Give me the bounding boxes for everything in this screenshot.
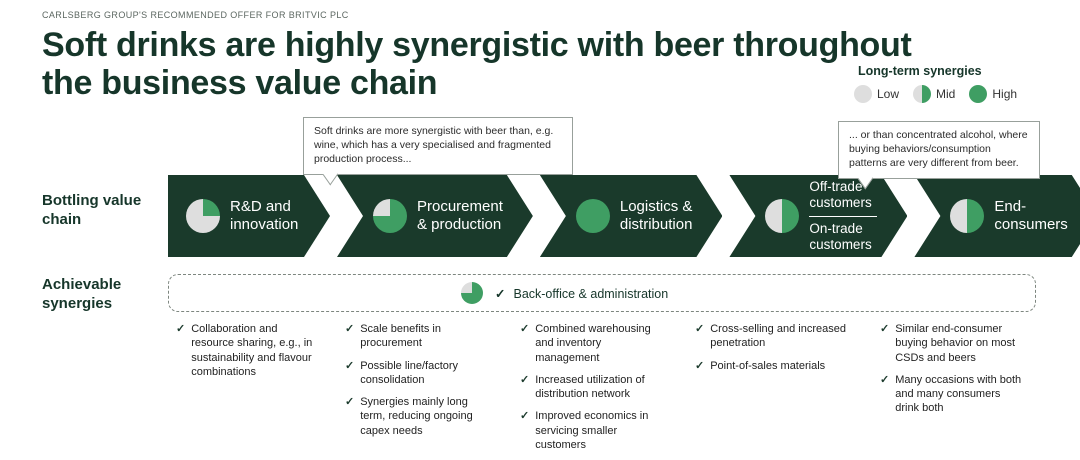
row-label-value-chain: Bottling value chain: [42, 192, 142, 228]
check-icon: ✓: [695, 323, 705, 335]
stage-procurement: Procurement & production: [337, 175, 533, 257]
stage-label: Procurement & production: [417, 198, 503, 233]
legend-item-mid: Mid: [913, 85, 955, 103]
stage-customers: Off-trade customers On-trade customers: [729, 175, 907, 257]
synergy-item-text: Many occasions with both and many consum…: [895, 373, 1022, 415]
slide-title-line-2: the business value chain: [42, 64, 438, 103]
slide-eyebrow: CARLSBERG GROUP'S RECOMMENDED OFFER FOR …: [42, 10, 349, 20]
backoffice-box: ✓ Back-office & administration: [168, 274, 1036, 312]
synergy-item-text: Similar end-consumer buying behavior on …: [895, 323, 1016, 364]
row-label-synergies: Achievable synergies: [42, 276, 122, 312]
check-icon: ✓: [520, 373, 530, 386]
stage-logistics-pie-icon: [576, 199, 610, 233]
callout-alcohol: ... or than concentrated alcohol, where …: [838, 121, 1040, 179]
synergy-item-text: Synergies mainly long term, reducing ong…: [360, 396, 473, 437]
synergy-item: ✓ Similar end-consumer buying behavior on…: [880, 322, 1024, 365]
check-icon: ✓: [176, 323, 186, 335]
legend-item-low: Low: [854, 85, 899, 103]
synergy-columns: ✓ Collaboration and resource sharing, e.g…: [168, 322, 1040, 460]
legend: Long-term synergies Low Mid High: [854, 64, 1064, 103]
synergy-item-text: Collaboration and resource sharing, e.g.…: [191, 323, 313, 378]
legend-title: Long-term synergies: [858, 64, 982, 78]
stage-rd-pie-icon: [186, 199, 220, 233]
legend-label-high: High: [992, 87, 1018, 101]
pie-mid-icon: [913, 85, 932, 103]
customers-divider: [809, 216, 877, 217]
synergy-item: ✓ Possible line/factory consolidation: [345, 359, 491, 388]
stage-customers-pie-icon: [765, 199, 799, 233]
synergy-item-text: Scale benefits in procurement: [360, 323, 441, 350]
synergy-item-text: Possible line/factory consolidation: [360, 359, 459, 386]
synergy-item: ✓ Cross-selling and increased penetration: [695, 322, 851, 351]
synergy-item: ✓ Collaboration and resource sharing, e.g…: [176, 322, 316, 379]
stage-label: R&D and innovation: [230, 198, 299, 233]
synergy-item-text: Cross-selling and increased penetration: [710, 323, 846, 350]
synergy-item-text: Increased utilization of distribution ne…: [535, 373, 645, 401]
synergy-item: ✓ Many occasions with both and many consu…: [880, 373, 1024, 416]
stage-procurement-pie-icon: [373, 199, 407, 233]
synergy-column-logistics: ✓ Combined warehousing and inventory mana…: [512, 322, 680, 460]
check-icon: ✓: [345, 359, 355, 372]
legend-item-high: High: [969, 85, 1017, 103]
stage-label: End-consumers: [994, 198, 1068, 233]
synergy-item: ✓ Increased utilization of distribution n…: [520, 373, 666, 402]
pie-low-icon: [854, 85, 872, 103]
legend-label-mid: Mid: [936, 87, 956, 101]
check-icon: ✓: [880, 323, 890, 335]
synergy-item: ✓ Synergies mainly long term, reducing on…: [345, 395, 491, 438]
callout-production: Soft drinks are more synergistic with be…: [303, 117, 573, 175]
legend-label-low: Low: [877, 87, 900, 101]
stage-label-on-trade: On-trade customers: [809, 220, 872, 252]
check-icon: ✓: [345, 396, 355, 409]
slide-title-line-1: Soft drinks are highly synergistic with …: [42, 26, 912, 64]
synergy-item-text: Point-of-sales materials: [710, 359, 826, 372]
synergy-item: ✓ Combined warehousing and inventory mana…: [520, 322, 666, 365]
synergy-item: ✓ Point-of-sales materials: [695, 359, 851, 373]
synergy-column-end-consumers: ✓ Similar end-consumer buying behavior on…: [872, 322, 1038, 460]
check-icon: ✓: [695, 359, 705, 372]
synergy-column-rd: ✓ Collaboration and resource sharing, e.g…: [168, 322, 330, 460]
stage-label-off-trade: Off-trade customers: [809, 179, 872, 211]
stage-rd-innovation: R&D and innovation: [168, 175, 330, 257]
stage-end-consumers: End-consumers: [914, 175, 1080, 257]
synergy-column-procurement: ✓ Scale benefits in procurement ✓ Possible …: [337, 322, 505, 460]
synergy-item-text: Improved economics in servicing smaller …: [535, 410, 649, 452]
stage-end-consumers-pie-icon: [950, 199, 984, 233]
check-icon: ✓: [345, 323, 355, 335]
value-chain-band: R&D and innovation Procurement & product…: [168, 175, 1038, 257]
synergy-item: ✓ Improved economics in servicing smaller…: [520, 409, 666, 452]
customers-labels: Off-trade customers On-trade customers: [809, 179, 877, 253]
check-icon: ✓: [520, 323, 530, 335]
backoffice-pie-icon: [461, 282, 483, 304]
synergy-column-customers: ✓ Cross-selling and increased penetration…: [687, 322, 865, 460]
stage-logistics: Logistics & distribution: [540, 175, 723, 257]
synergy-item-text: Combined warehousing and inventory manag…: [535, 323, 651, 364]
synergy-item: ✓ Scale benefits in procurement: [345, 322, 491, 351]
backoffice-text: Back-office & administration: [513, 286, 669, 301]
pie-high-icon: [969, 85, 988, 103]
backoffice-label: ✓ Back-office & administration: [495, 286, 668, 301]
slide-title: Soft drinks are highly synergistic with …: [42, 26, 922, 102]
stage-label: Logistics & distribution: [619, 198, 693, 233]
check-icon: ✓: [880, 373, 890, 386]
legend-row: Low Mid High: [854, 85, 1064, 103]
check-icon: ✓: [520, 410, 530, 423]
check-icon: ✓: [495, 286, 506, 301]
